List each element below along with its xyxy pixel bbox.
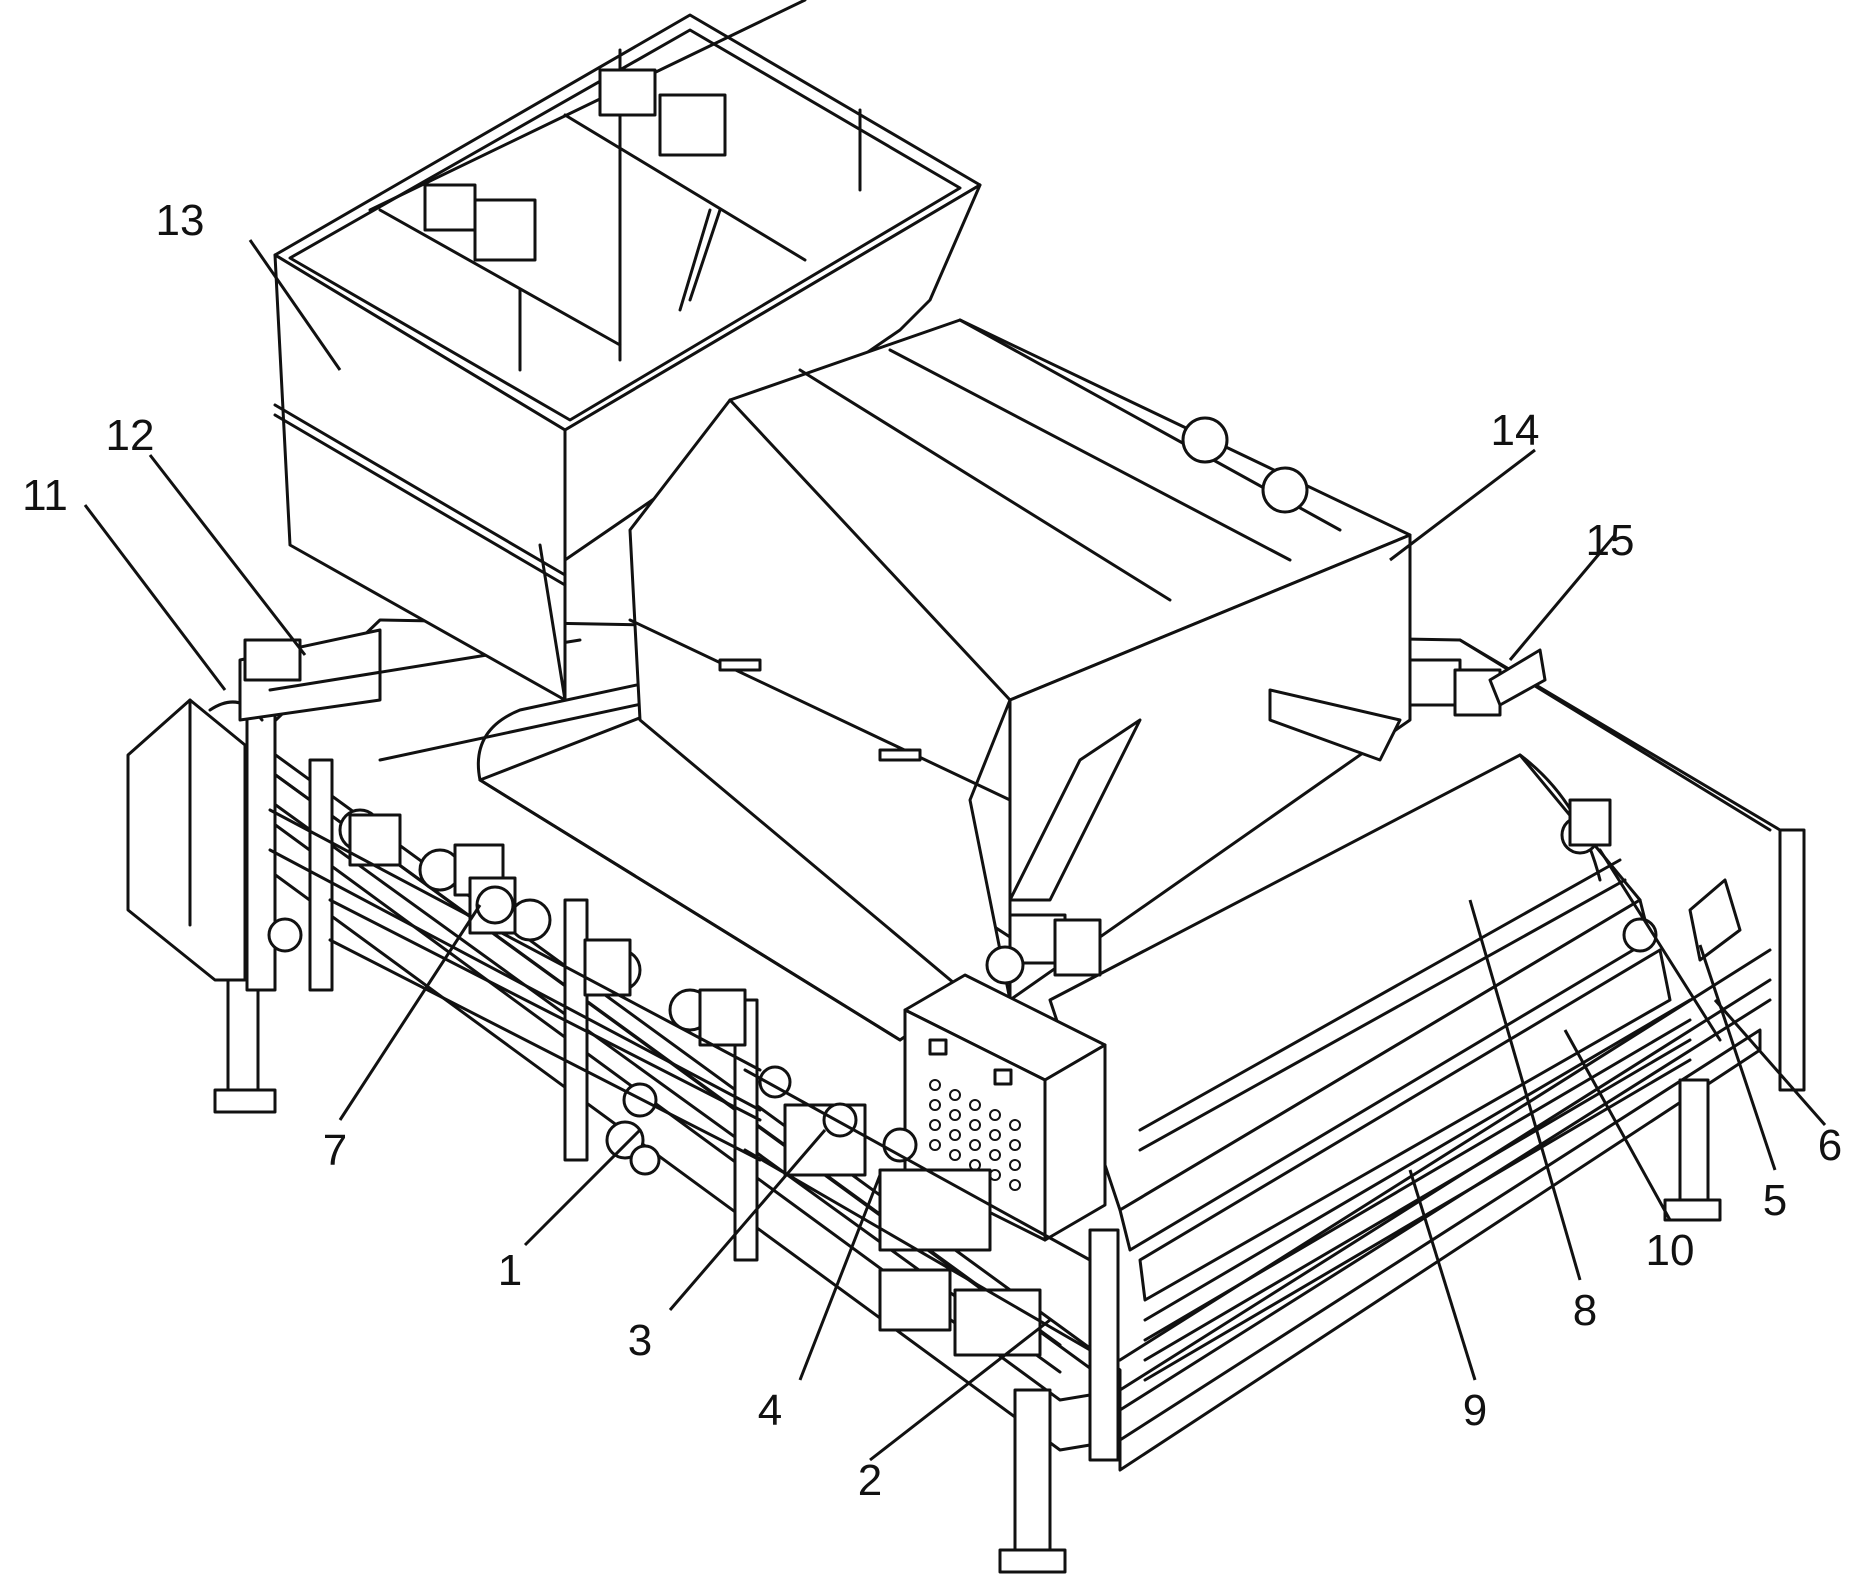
label-2: 2 (858, 1456, 882, 1505)
label-9: 9 (1463, 1386, 1487, 1435)
label-6: 6 (1818, 1121, 1842, 1170)
hood-motor (987, 915, 1100, 983)
label-8: 8 (1573, 1286, 1597, 1335)
label-1: 1 (498, 1246, 522, 1295)
label-14: 14 (1491, 406, 1540, 455)
label-13: 13 (156, 196, 205, 245)
label-3: 3 (628, 1316, 652, 1365)
label-4: 4 (758, 1386, 782, 1435)
lower-units (745, 1067, 1090, 1355)
part-labels: 1 2 3 4 5 6 7 8 9 10 11 12 13 14 15 (22, 196, 1842, 1505)
label-7: 7 (323, 1126, 347, 1175)
left-drive-housing (128, 700, 262, 980)
drain-cover-hood (630, 320, 1545, 1030)
press-section (1050, 755, 1740, 1380)
leader-lines (85, 240, 1825, 1460)
control-cabinet (905, 975, 1105, 1240)
belt-bed (270, 640, 1030, 1040)
mixing-hopper (275, 0, 980, 700)
tension-roller (470, 878, 515, 933)
label-10: 10 (1646, 1226, 1695, 1275)
label-5: 5 (1763, 1176, 1787, 1225)
lower-drive (607, 1122, 659, 1174)
label-11: 11 (22, 471, 68, 520)
frame-legs (215, 830, 1804, 1572)
top-bracket (240, 630, 380, 720)
cabinet-buttons (930, 1080, 1020, 1190)
label-12: 12 (106, 411, 155, 460)
left-rollers (269, 810, 760, 1160)
label-15: 15 (1586, 516, 1635, 565)
